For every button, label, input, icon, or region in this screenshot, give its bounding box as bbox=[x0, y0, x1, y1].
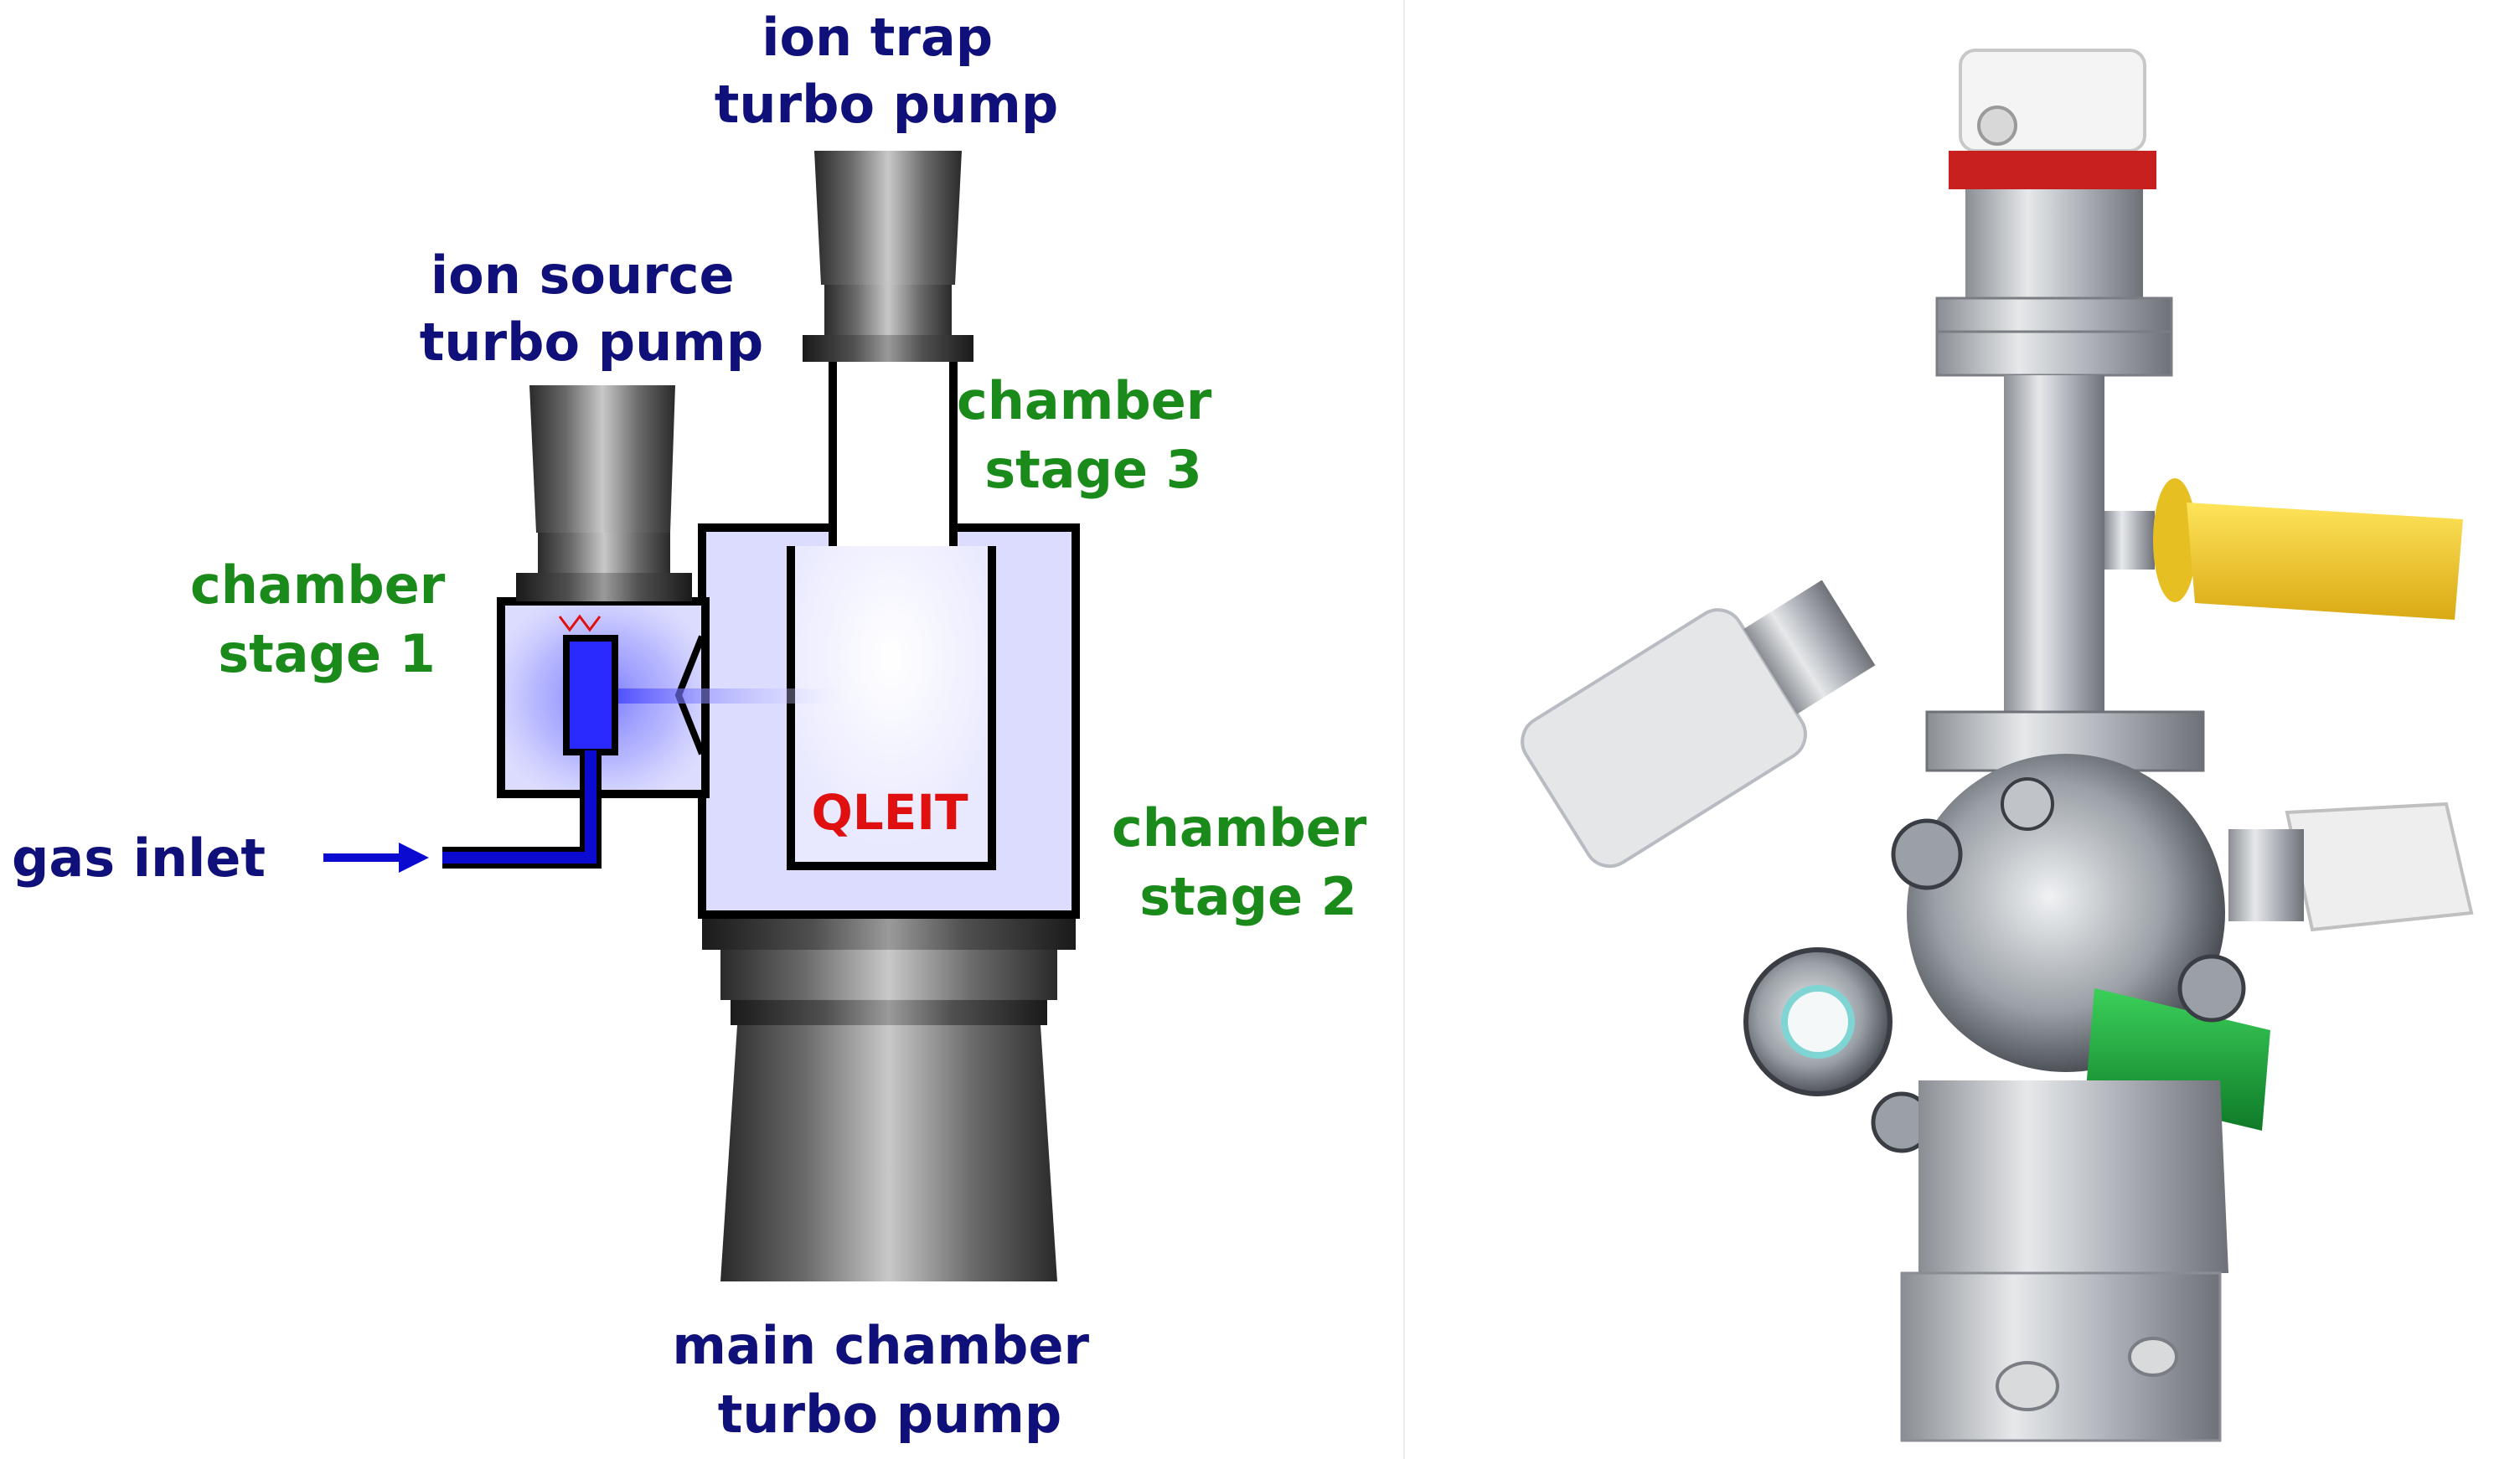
ion-source-electrode bbox=[563, 635, 618, 755]
vacuum-chamber-render bbox=[1521, 49, 2474, 1442]
gas-inlet-line bbox=[442, 750, 602, 869]
gas-inlet-arrow-icon bbox=[323, 843, 429, 873]
ion-beam bbox=[603, 688, 855, 704]
chamber-stage-1-label: chamber stage 1 bbox=[190, 554, 463, 684]
heater-filament-icon bbox=[558, 614, 602, 632]
chamber-stage-2-label: chamber stage 2 bbox=[1112, 797, 1385, 927]
main-chamber-pump-label: main chamber turbo pump bbox=[672, 1315, 1107, 1445]
ion-trap-turbo-pump bbox=[803, 151, 973, 362]
chamber-stage-3 bbox=[787, 360, 996, 870]
trap-label: QLEIT bbox=[811, 784, 968, 841]
ion-trap-pump-label: ion trap turbo pump bbox=[715, 7, 1058, 135]
gas-inlet-label: gas inlet bbox=[12, 827, 266, 889]
ion-source-turbo-pump bbox=[516, 385, 692, 601]
chamber-stage-3-label: chamber stage 3 bbox=[957, 370, 1230, 500]
schematic-diagram: ion trap turbo pump ion source turbo pum… bbox=[12, 7, 1385, 1445]
main-chamber-turbo-pump bbox=[702, 915, 1076, 1281]
ion-source-pump-label: ion source turbo pump bbox=[420, 245, 763, 373]
